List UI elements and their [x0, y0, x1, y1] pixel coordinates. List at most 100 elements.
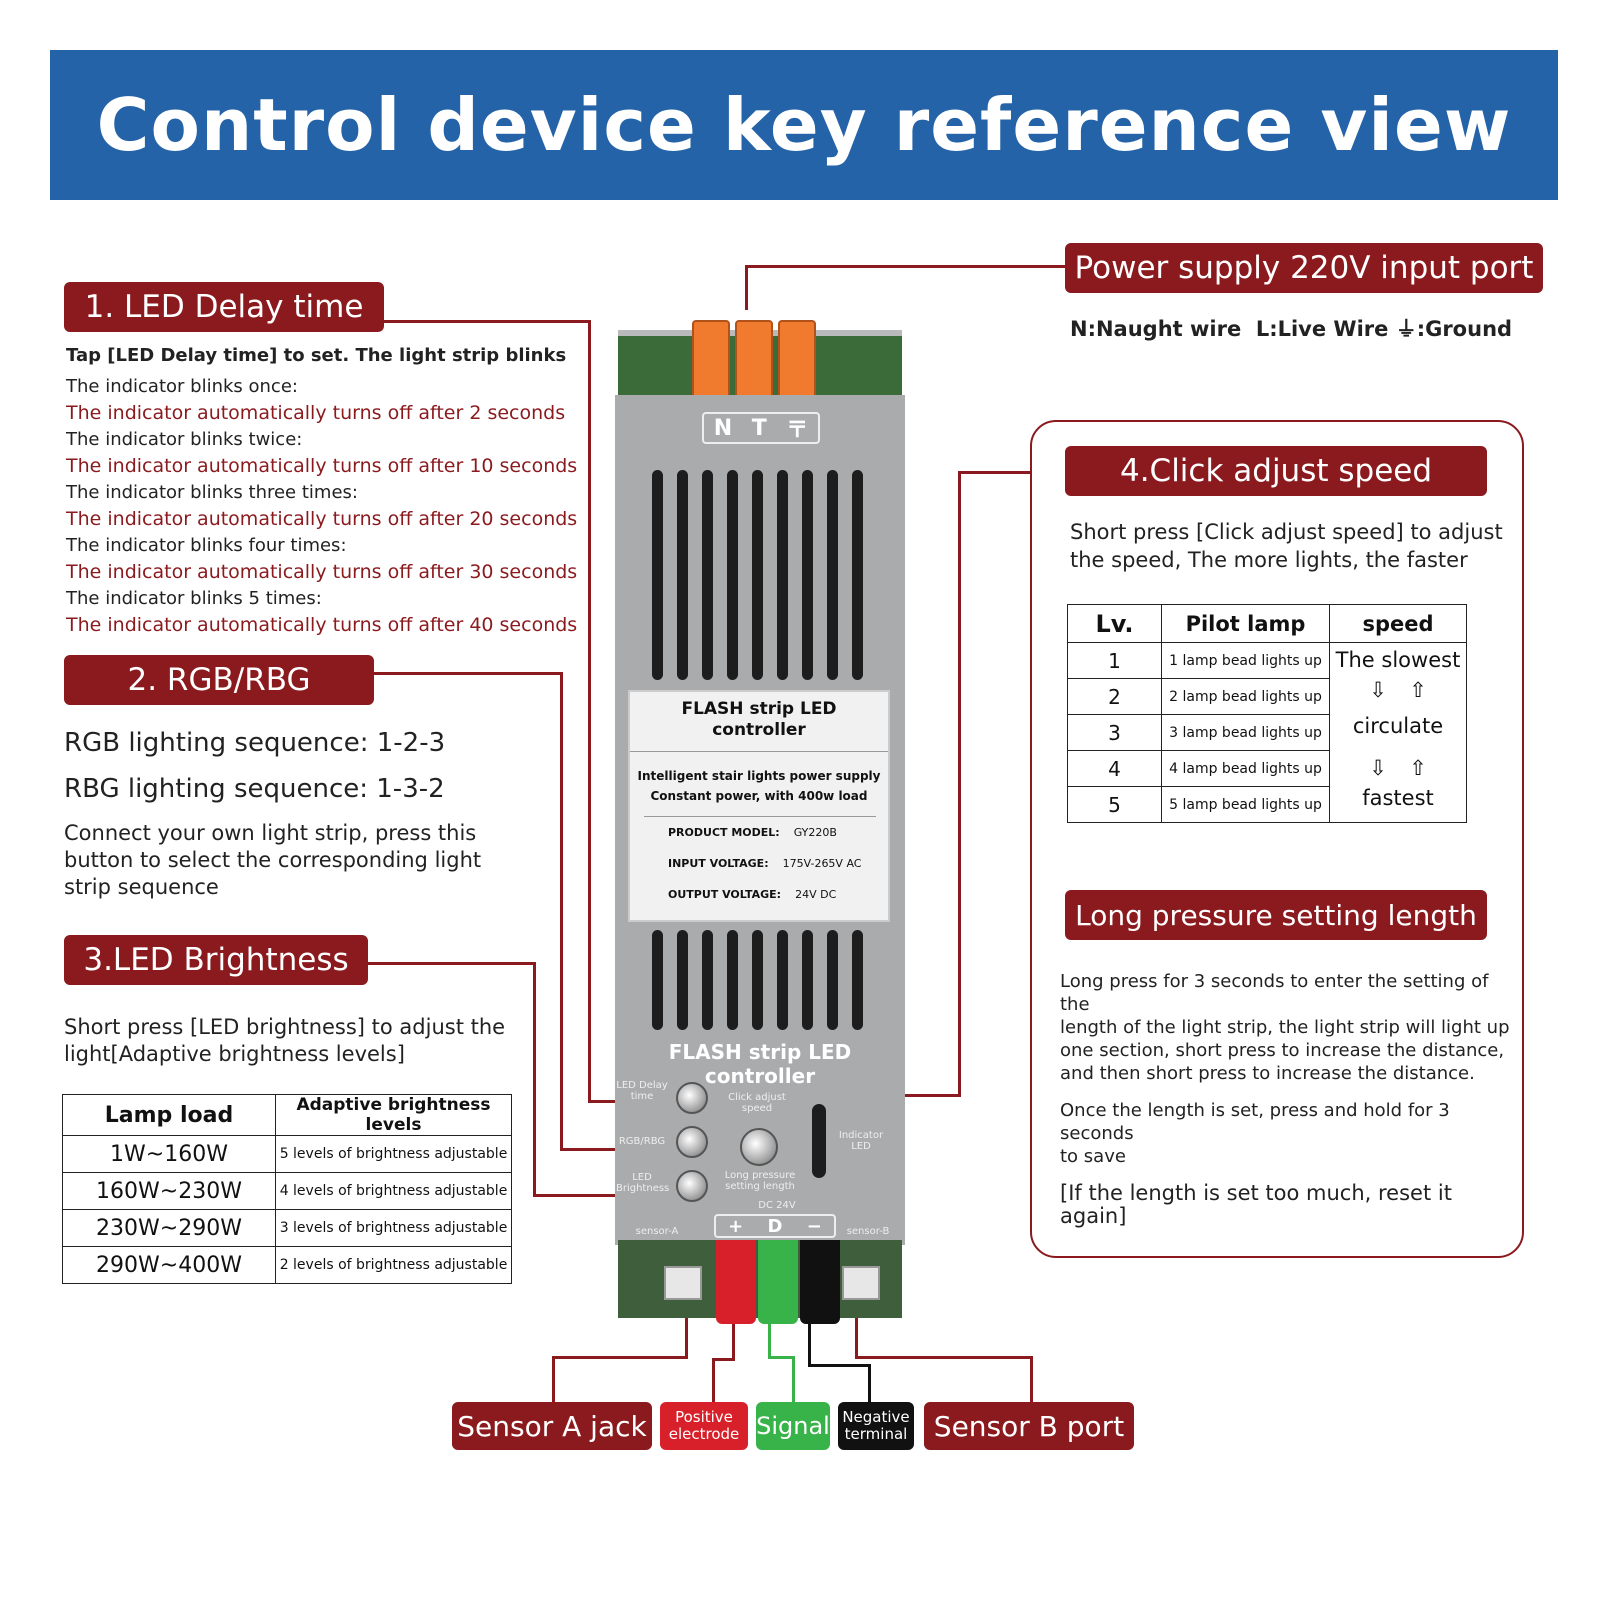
speed-tag: 4.Click adjust speed — [1065, 446, 1487, 496]
rgb-tag: 2. RGB/RBG — [64, 655, 374, 705]
logo-letter: 〒 — [786, 418, 809, 443]
table-cell: 160W~230W — [62, 1172, 276, 1210]
spec-label: INPUT VOLTAGE: — [668, 857, 769, 870]
card-title-line: FLASH strip LED — [681, 699, 837, 719]
table-cell: 4 lamp bead lights up — [1161, 750, 1330, 787]
table-cell: 4 — [1067, 750, 1162, 787]
speed-desc-line: Short press [Click adjust speed] to adju… — [1070, 520, 1503, 544]
table-cell: 2 — [1067, 678, 1162, 715]
delay-cond: The indicator blinks once: — [66, 376, 298, 397]
right-panel — [1030, 420, 1524, 1258]
table-cell: 3 levels of brightness adjustable — [275, 1209, 512, 1247]
positive-wire — [716, 1240, 756, 1324]
signal-wire — [758, 1240, 798, 1324]
input-terminal — [692, 320, 730, 398]
btn-delay-label: LED Delay time — [616, 1080, 668, 1102]
table-cell: 5 levels of brightness adjustable — [275, 1135, 512, 1173]
length-reset-note: [If the length is set too much, reset it… — [1060, 1181, 1452, 1228]
product-label: FLASH strip LED controller Intelligent s… — [628, 690, 890, 922]
led-delay-time-button[interactable] — [676, 1082, 708, 1114]
logo-letter: T — [751, 415, 767, 441]
input-terminal — [735, 320, 773, 398]
table-row: 1 1 lamp bead lights up The slowest ⇩ ⇧ … — [1067, 642, 1467, 823]
rgb-desc-line: Connect your own light strip, press this — [64, 821, 477, 845]
length-line: to save — [1060, 1146, 1126, 1167]
table-header: Pilot lamp — [1161, 604, 1330, 643]
table-cell: 1 — [1067, 642, 1162, 679]
delay-result: The indicator automatically turns off af… — [66, 614, 578, 636]
speed-circulate: circulate — [1352, 714, 1444, 738]
delay-result: The indicator automatically turns off af… — [66, 508, 578, 530]
table-header: Lamp load — [62, 1094, 276, 1136]
spec-value: GY220B — [793, 826, 837, 839]
table-row: 160W~230W 4 levels of brightness adjusta… — [62, 1172, 512, 1210]
speed-arrows: ⇩ ⇧ — [1330, 675, 1466, 705]
table-cell: 5 — [1067, 786, 1162, 823]
indicator-label: Indicator LED — [838, 1130, 884, 1152]
speed-table: Lv. Pilot lamp speed 1 1 lamp bead light… — [1067, 604, 1467, 823]
brightness-tag: 3.LED Brightness — [64, 935, 368, 985]
plus-icon: + — [728, 1215, 744, 1237]
delay-cond: The indicator blinks twice: — [66, 429, 303, 450]
table-cell: 5 lamp bead lights up — [1161, 786, 1330, 823]
table-row: 4 4 lamp bead lights up — [1067, 750, 1467, 787]
length-line: Long press for 3 seconds to enter the se… — [1060, 971, 1489, 1015]
click-adjust-speed-button[interactable] — [740, 1128, 778, 1166]
table-cell: 290W~400W — [62, 1246, 276, 1284]
length-line: Once the length is set, press and hold f… — [1060, 1100, 1450, 1144]
arrow-up-icon: ⇧ — [1409, 756, 1427, 780]
rgb-desc-line: strip sequence — [64, 875, 219, 899]
btn-click-label: Click adjust speed — [728, 1092, 786, 1114]
sensor-a-label: sensor-A — [635, 1226, 679, 1237]
delay-intro: Tap [LED Delay time] to set. The light s… — [66, 345, 567, 366]
power-port-tag: Power supply 220V input port — [1065, 243, 1543, 293]
rgb-seq: RGB lighting sequence: 1-2-3 — [64, 728, 446, 758]
table-cell: 1W~160W — [62, 1135, 276, 1173]
delay-cond: The indicator blinks three times: — [66, 482, 358, 503]
length-line: length of the light strip, the light str… — [1060, 1017, 1510, 1038]
table-cell: 230W~290W — [62, 1209, 276, 1247]
sensor-b-label: sensor-B — [846, 1226, 890, 1237]
brightness-desc-line: light[Adaptive brightness levels] — [64, 1042, 405, 1066]
length-line: one section, short press to increase the… — [1060, 1040, 1505, 1061]
dc-output-strip: + D − — [714, 1214, 836, 1238]
sensor-b-tag: Sensor B port — [924, 1402, 1134, 1450]
speed-desc-line: the speed, The more lights, the faster — [1070, 548, 1468, 572]
btn-rgb-label: RGB/RBG — [618, 1136, 666, 1147]
length-tag: Long pressure setting length — [1065, 890, 1487, 940]
logo-letter: N — [713, 415, 733, 441]
card-sub-line: Constant power, with 400w load — [650, 789, 868, 803]
spec-label: PRODUCT MODEL: — [668, 826, 780, 839]
input-terminal — [778, 320, 816, 398]
brightness-desc-line: Short press [LED brightness] to adjust t… — [64, 1015, 506, 1039]
table-cell: 3 — [1067, 714, 1162, 751]
arrow-up-icon: ⇧ — [1409, 678, 1427, 702]
delay-result: The indicator automatically turns off af… — [66, 561, 578, 583]
sensor-a-tag: Sensor A jack — [452, 1402, 652, 1450]
rgb-desc-line: button to select the corresponding light — [64, 848, 482, 872]
table-cell: 2 lamp bead lights up — [1161, 678, 1330, 715]
speed-slowest: The slowest — [1335, 648, 1461, 672]
rgb-rbg-button[interactable] — [676, 1126, 708, 1158]
length-desc: Long press for 3 seconds to enter the se… — [1060, 970, 1520, 1228]
spec-model: PRODUCT MODEL: GY220B — [668, 826, 837, 839]
led-brightness-button[interactable] — [676, 1170, 708, 1202]
delay-result: The indicator automatically turns off af… — [66, 402, 566, 424]
table-row: 290W~400W 2 levels of brightness adjusta… — [62, 1246, 512, 1284]
brightness-desc: Short press [LED brightness] to adjust t… — [64, 1014, 505, 1068]
sensor-a-connector — [664, 1266, 702, 1300]
rbg-seq: RBG lighting sequence: 1-3-2 — [64, 774, 445, 804]
device-title: FLASH strip LED controller — [668, 1040, 852, 1088]
negative-wire — [800, 1240, 840, 1324]
delay-cond: The indicator blinks four times: — [66, 535, 347, 556]
table-header: Adaptive brightness levels — [275, 1094, 512, 1136]
brand-logo: N T 〒 — [702, 412, 820, 444]
positive-tag: Positive electrode — [660, 1402, 748, 1450]
spec-label: OUTPUT VOLTAGE: — [668, 888, 782, 901]
table-cell: 2 levels of brightness adjustable — [275, 1246, 512, 1284]
speed-cell: The slowest ⇩ ⇧ circulate ⇩ ⇧ fastest — [1329, 642, 1467, 823]
signal-tag: Signal — [756, 1402, 830, 1450]
table-row: 230W~290W 3 levels of brightness adjusta… — [62, 1209, 512, 1247]
spec-input: INPUT VOLTAGE:175V-265V AC — [668, 857, 861, 870]
d-icon: D — [767, 1215, 783, 1237]
